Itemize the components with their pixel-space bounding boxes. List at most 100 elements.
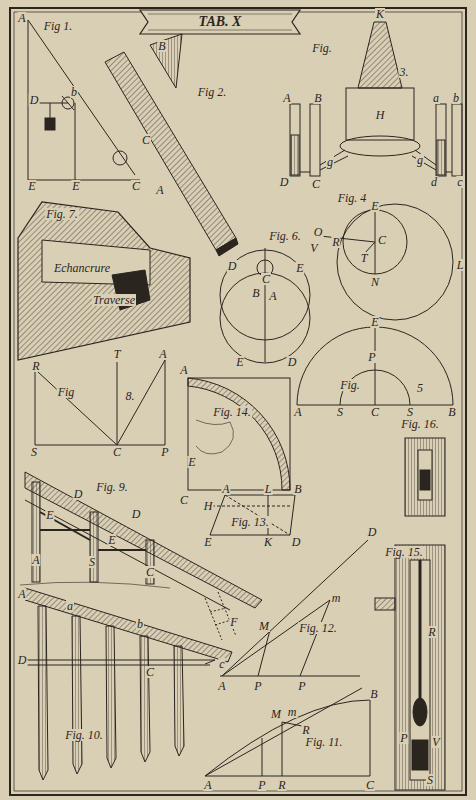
- figure-label: Fig. 7.: [45, 208, 79, 220]
- figure-label: Traverse: [92, 294, 136, 306]
- part-letter: E: [203, 536, 212, 548]
- part-letter: C: [112, 446, 122, 458]
- part-letter: E: [27, 180, 36, 192]
- part-letter: E: [45, 509, 54, 521]
- part-letter: C: [377, 234, 387, 246]
- part-letter: D: [279, 176, 290, 188]
- part-letter: C: [141, 134, 151, 146]
- figure-label: Fig. 6.: [268, 230, 302, 242]
- part-letter: m: [331, 592, 342, 604]
- part-letter: R: [301, 724, 310, 736]
- figure-label: Fig. 10.: [64, 729, 104, 741]
- part-letter: S: [30, 446, 38, 458]
- part-letter: b: [70, 86, 78, 98]
- part-letter: A: [221, 483, 230, 495]
- part-letter: E: [235, 356, 244, 368]
- part-letter: g: [416, 154, 424, 166]
- stake: [140, 636, 150, 762]
- part-letter: c: [218, 658, 225, 670]
- part-letter: E: [71, 180, 80, 192]
- part-letter: P: [160, 446, 169, 458]
- part-letter: D: [17, 654, 28, 666]
- part-letter: C: [179, 494, 189, 506]
- part-letter: C: [145, 566, 155, 578]
- part-letter: A: [155, 184, 164, 196]
- figure-label: Fig. 4: [337, 192, 368, 204]
- part-letter: E: [370, 316, 379, 328]
- figure-label: Fig 1.: [43, 20, 74, 32]
- part-letter: 8.: [125, 390, 136, 402]
- part-letter: C: [365, 779, 375, 791]
- figure-label: Fig 2.: [197, 86, 228, 98]
- part-letter: B: [369, 688, 378, 700]
- stake: [38, 606, 48, 780]
- part-letter: D: [227, 260, 238, 272]
- part-letter: g: [326, 156, 334, 168]
- part-letter: K: [375, 8, 385, 20]
- part-letter: E: [107, 534, 116, 546]
- part-letter: B: [447, 406, 456, 418]
- part-letter: E: [370, 200, 379, 212]
- figure-label: Fig. 11.: [305, 736, 344, 748]
- part-letter: T: [360, 252, 369, 264]
- part-letter: b: [136, 618, 144, 630]
- part-letter: D: [131, 508, 142, 520]
- part-letter: K: [263, 536, 273, 548]
- part-letter: C: [131, 180, 141, 192]
- part-letter: A: [17, 588, 26, 600]
- part-letter: D: [287, 356, 298, 368]
- figure-label: Echancrure: [53, 262, 111, 274]
- part-letter: c: [456, 176, 463, 188]
- part-letter: P: [399, 732, 408, 744]
- part-letter: M: [270, 708, 282, 720]
- figure-label: Fig. 9.: [95, 481, 129, 493]
- part-letter: E: [295, 262, 304, 274]
- part-letter: O: [313, 226, 324, 238]
- figure-label: Fig.: [311, 42, 333, 54]
- part-letter: A: [158, 348, 167, 360]
- part-letter: B: [293, 483, 302, 495]
- part-letter: B: [313, 92, 322, 104]
- part-letter: a: [432, 92, 440, 104]
- part-letter: B: [157, 40, 166, 52]
- part-letter: m: [287, 706, 298, 718]
- part-letter: C: [370, 406, 380, 418]
- part-letter: P: [253, 680, 262, 692]
- part-letter: D: [291, 536, 302, 548]
- part-letter: S: [406, 406, 414, 418]
- part-letter: a: [66, 600, 74, 612]
- part-letter: H: [203, 500, 214, 512]
- figure-label: Fig. 12.: [298, 622, 338, 634]
- stake: [106, 626, 116, 768]
- part-letter: H: [375, 109, 386, 121]
- part-letter: R: [277, 779, 286, 791]
- part-letter: A: [268, 290, 277, 302]
- part-letter: C: [311, 178, 321, 190]
- part-letter: S: [426, 774, 434, 786]
- part-letter: R: [427, 626, 436, 638]
- part-letter: A: [282, 92, 291, 104]
- part-letter: B: [251, 287, 260, 299]
- part-letter: R: [331, 236, 340, 248]
- part-letter: 5: [416, 382, 424, 394]
- part-letter: F: [229, 616, 238, 628]
- part-letter: S: [88, 556, 96, 568]
- part-letter: L: [456, 259, 465, 271]
- part-letter: V: [431, 736, 440, 748]
- part-letter: A: [293, 406, 302, 418]
- part-letter: D: [73, 488, 84, 500]
- part-letter: 3.: [399, 66, 410, 78]
- part-letter: R: [31, 360, 40, 372]
- part-letter: M: [258, 620, 270, 632]
- stake: [72, 616, 82, 774]
- part-letter: D: [367, 526, 378, 538]
- part-letter: A: [217, 680, 226, 692]
- figure-label: Fig. 15.: [384, 546, 424, 558]
- part-letter: N: [370, 276, 380, 288]
- part-letter: A: [203, 779, 212, 791]
- part-letter: b: [452, 92, 460, 104]
- figure-label: Fig. 13.: [230, 516, 270, 528]
- figure-label: Fig. 14.: [212, 406, 252, 418]
- part-letter: C: [145, 666, 155, 678]
